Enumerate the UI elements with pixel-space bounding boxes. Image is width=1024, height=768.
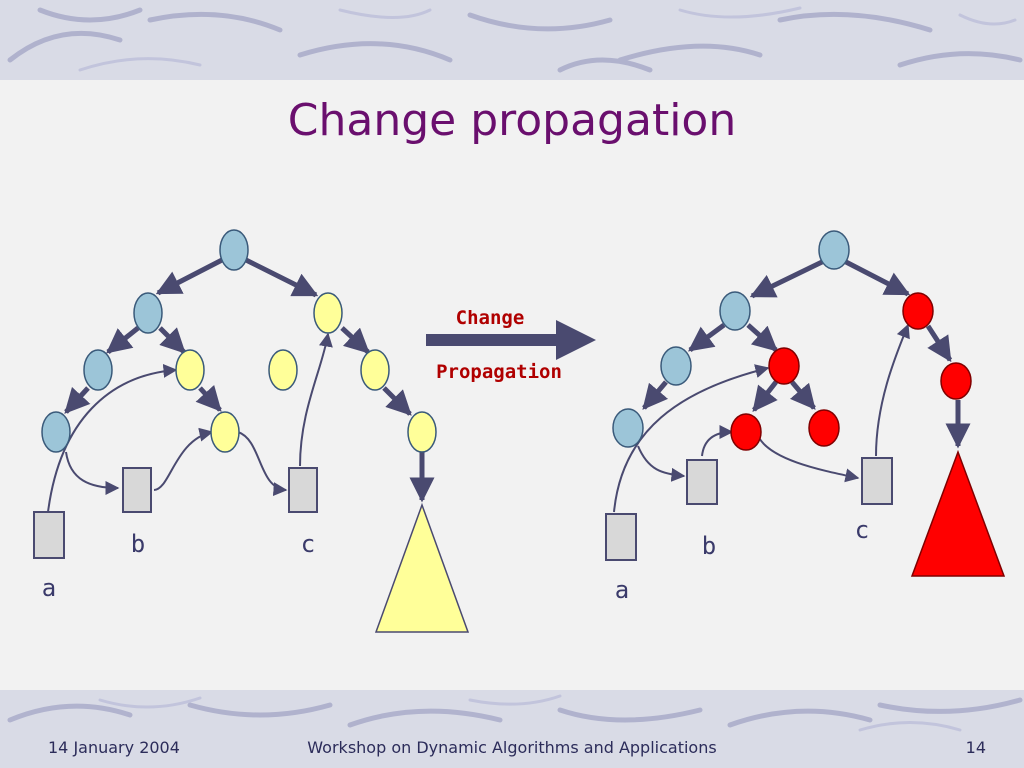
- input-box-c: [861, 457, 893, 505]
- tree-node: [360, 349, 390, 391]
- tree-node: [818, 230, 850, 270]
- input-label-c: c: [855, 516, 869, 544]
- big-right-arrow: [426, 320, 596, 360]
- arrow-label-change: Change: [456, 307, 525, 329]
- input-box-a: [33, 511, 65, 559]
- header-band: [0, 0, 1024, 80]
- change-propagation-arrow: Change Propagation: [426, 307, 596, 383]
- dependency-curve: [637, 445, 686, 482]
- footer-date: 14 January 2004: [48, 738, 180, 757]
- tree-node: [41, 411, 71, 453]
- edge: [106, 326, 140, 354]
- edge: [64, 386, 91, 414]
- input-label-b: b: [131, 530, 145, 558]
- dependency-curve: [299, 332, 333, 467]
- input-label-c: c: [301, 530, 315, 558]
- tree-node: [612, 408, 644, 448]
- changed-node: [730, 413, 762, 451]
- left-tree: a b c: [33, 229, 470, 633]
- tree-node: [407, 411, 437, 453]
- edge: [642, 380, 669, 410]
- edge: [687, 322, 726, 353]
- edge: [746, 323, 778, 352]
- tree-node: [219, 229, 249, 271]
- slide-title: Change propagation: [287, 95, 737, 146]
- edge: [340, 326, 370, 354]
- input-label-a: a: [42, 574, 56, 602]
- dependency-curve: [613, 364, 770, 513]
- dependency-curve: [757, 435, 860, 483]
- edge: [382, 386, 412, 416]
- dependency-curve: [47, 363, 178, 513]
- input-box-c: [288, 467, 318, 513]
- tree-node: [133, 292, 163, 334]
- dependency-curve: [875, 323, 910, 457]
- input-box-b: [122, 467, 152, 513]
- tree-node: [268, 349, 298, 391]
- edge: [244, 257, 319, 298]
- edge: [844, 259, 911, 297]
- tree-node: [313, 292, 343, 334]
- tree-node: [175, 349, 205, 391]
- input-label-b: b: [702, 532, 716, 560]
- changed-subtree-triangle: [910, 449, 1006, 577]
- dependency-curve: [701, 425, 734, 457]
- change-propagation-diagram: a b c Change Propagation: [33, 229, 1006, 633]
- edge: [789, 380, 816, 410]
- input-box-a: [605, 513, 637, 561]
- footer-event: Workshop on Dynamic Algorithms and Appli…: [307, 738, 717, 757]
- dependency-curve: [237, 431, 288, 497]
- tree-node: [719, 291, 751, 331]
- edge: [195, 384, 222, 412]
- edge: [749, 259, 824, 299]
- dependency-curve: [153, 427, 214, 491]
- slide-content: [0, 80, 1024, 690]
- subtree-triangle: [374, 502, 470, 633]
- footer-band: [0, 690, 1024, 768]
- tree-node: [660, 346, 692, 386]
- slide-number: 14: [965, 738, 986, 757]
- changed-node: [768, 347, 800, 385]
- edge: [155, 257, 224, 296]
- changed-node: [902, 292, 934, 330]
- tree-node: [83, 349, 113, 391]
- dependency-curve: [65, 451, 120, 495]
- right-tree: a b c: [605, 230, 1006, 604]
- changed-node: [940, 362, 972, 400]
- edge: [752, 380, 778, 412]
- tree-node: [210, 411, 240, 453]
- input-label-a: a: [615, 576, 629, 604]
- edge: [925, 324, 953, 363]
- changed-node: [808, 409, 840, 447]
- edge: [158, 326, 186, 354]
- arrow-label-propagation: Propagation: [436, 361, 562, 383]
- input-box-b: [686, 459, 718, 505]
